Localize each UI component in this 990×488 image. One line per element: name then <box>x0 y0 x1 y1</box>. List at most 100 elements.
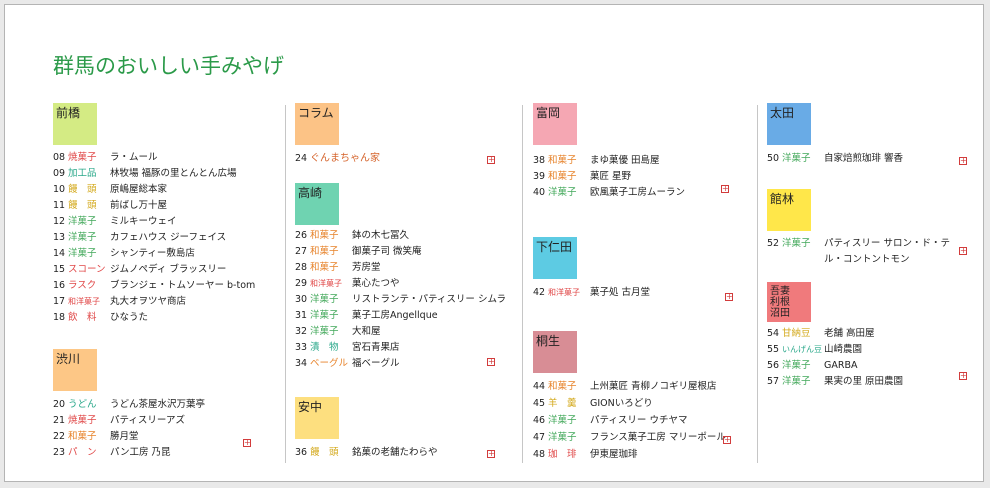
category-label: 洋菓子 <box>68 232 97 243</box>
category-label: 焼菓子 <box>68 415 97 426</box>
shop-number: 13 <box>53 232 66 243</box>
category-label: 羊 羹 <box>548 398 577 409</box>
shop-name: GARBA <box>824 360 858 371</box>
expand-plus-icon[interactable]: + <box>243 438 251 447</box>
shop-number: 23 <box>53 447 66 458</box>
category-label: 饅 頭 <box>68 200 97 211</box>
expand-plus-icon[interactable]: + <box>723 435 731 444</box>
shop-name: シャンティー敷島店 <box>110 248 195 259</box>
shop-name: 山崎農園 <box>824 344 863 355</box>
category-label: 甘納豆 <box>782 328 811 339</box>
area-header-tomioka: 富岡 <box>533 103 577 145</box>
shop-number: 27 <box>295 246 308 257</box>
shop-number: 57 <box>767 376 780 387</box>
expand-plus-icon[interactable]: + <box>959 371 967 380</box>
expand-plus-icon[interactable]: + <box>721 184 729 193</box>
area-header-agatsuma: 吾妻利根沼田 <box>767 282 811 322</box>
category-label: スコーン <box>68 264 106 275</box>
category-label: 洋菓子 <box>782 153 811 164</box>
shop-name: 大和屋 <box>352 326 381 337</box>
category-label: 洋菓子 <box>548 187 577 198</box>
shop-name: フランス菓子工房 マリーポール <box>590 432 726 443</box>
shop-number: 39 <box>533 171 546 182</box>
shop-name: 菓心たつや <box>352 278 400 289</box>
category-label: 和菓子 <box>68 431 97 442</box>
shop-number: 17 <box>53 296 66 307</box>
shop-name: GIONいろどり <box>590 398 653 409</box>
area-header-annaka: 安中 <box>295 397 339 439</box>
shop-number: 42 <box>533 287 546 298</box>
category-label: 洋菓子 <box>310 294 339 305</box>
category-label: 和菓子 <box>548 381 577 392</box>
category-label: 加工品 <box>68 168 97 179</box>
expand-plus-icon[interactable]: + <box>487 449 495 458</box>
expand-plus-icon[interactable]: + <box>959 246 967 255</box>
column-divider <box>285 105 286 463</box>
shop-name: リストランテ・パティスリー シムラ <box>352 294 506 305</box>
category-label: 洋菓子 <box>68 248 97 259</box>
area-header-kiryu: 桐生 <box>533 331 577 373</box>
shop-number: 46 <box>533 415 546 426</box>
expand-plus-icon[interactable]: + <box>959 156 967 165</box>
column-link[interactable]: ぐんまちゃん家 <box>310 153 380 164</box>
expand-plus-icon[interactable]: + <box>487 357 495 366</box>
category-label: 洋菓子 <box>548 415 577 426</box>
shop-name: ひなうた <box>110 312 149 323</box>
shop-name: ラ・ムール <box>110 152 158 163</box>
shop-number: 44 <box>533 381 546 392</box>
category-label: 和菓子 <box>548 171 577 182</box>
expand-plus-icon[interactable]: + <box>487 155 495 164</box>
category-label: 饅 頭 <box>310 447 339 458</box>
category-label: 洋菓子 <box>68 216 97 227</box>
shop-number: 26 <box>295 230 308 241</box>
expand-plus-icon[interactable]: + <box>725 292 733 301</box>
category-label: 焼菓子 <box>68 152 97 163</box>
shop-number: 32 <box>295 326 308 337</box>
shop-name: 福ベーグル <box>352 358 400 369</box>
shop-number: 16 <box>53 280 66 291</box>
shop-number: 56 <box>767 360 780 371</box>
shop-number: 33 <box>295 342 308 353</box>
